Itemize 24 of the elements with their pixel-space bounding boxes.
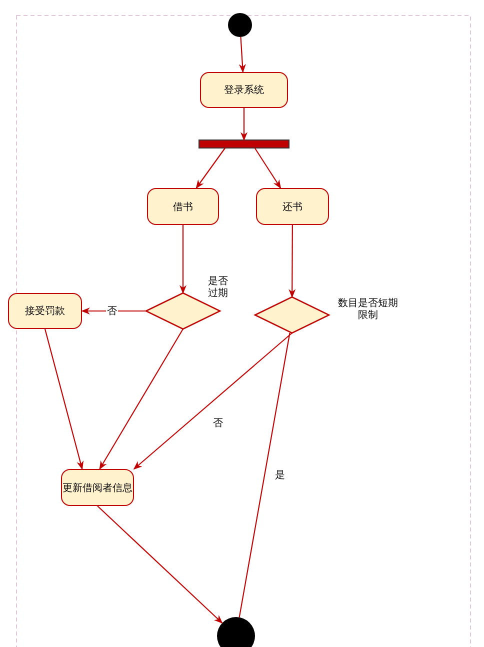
arrow <box>179 225 187 294</box>
decision-diamond <box>254 296 330 334</box>
arrow <box>97 506 223 624</box>
arrow <box>99 328 184 470</box>
activity-box: 借书 <box>147 188 219 225</box>
arrow <box>288 225 296 298</box>
arrow <box>133 332 292 470</box>
arrow <box>44 328 84 470</box>
condition-label: 是否过期 <box>207 276 229 300</box>
arrow <box>240 108 248 141</box>
activity-box: 更新借阅者信息 <box>61 469 134 506</box>
activity-box: 还书 <box>256 188 329 225</box>
activity-box: 登录系统 <box>200 72 288 108</box>
condition-label: 数目是否短期限制 <box>337 298 399 322</box>
edge-label: 是 <box>274 468 286 482</box>
activity-box: 接受罚款 <box>8 293 82 329</box>
arrow <box>196 148 226 189</box>
end-node <box>217 617 255 647</box>
arrow <box>254 148 282 189</box>
arrow <box>238 36 246 73</box>
start-node <box>228 13 252 37</box>
fork-bar <box>198 140 290 148</box>
edge-label: 否 <box>106 304 118 318</box>
edge-label: 否 <box>212 416 224 430</box>
